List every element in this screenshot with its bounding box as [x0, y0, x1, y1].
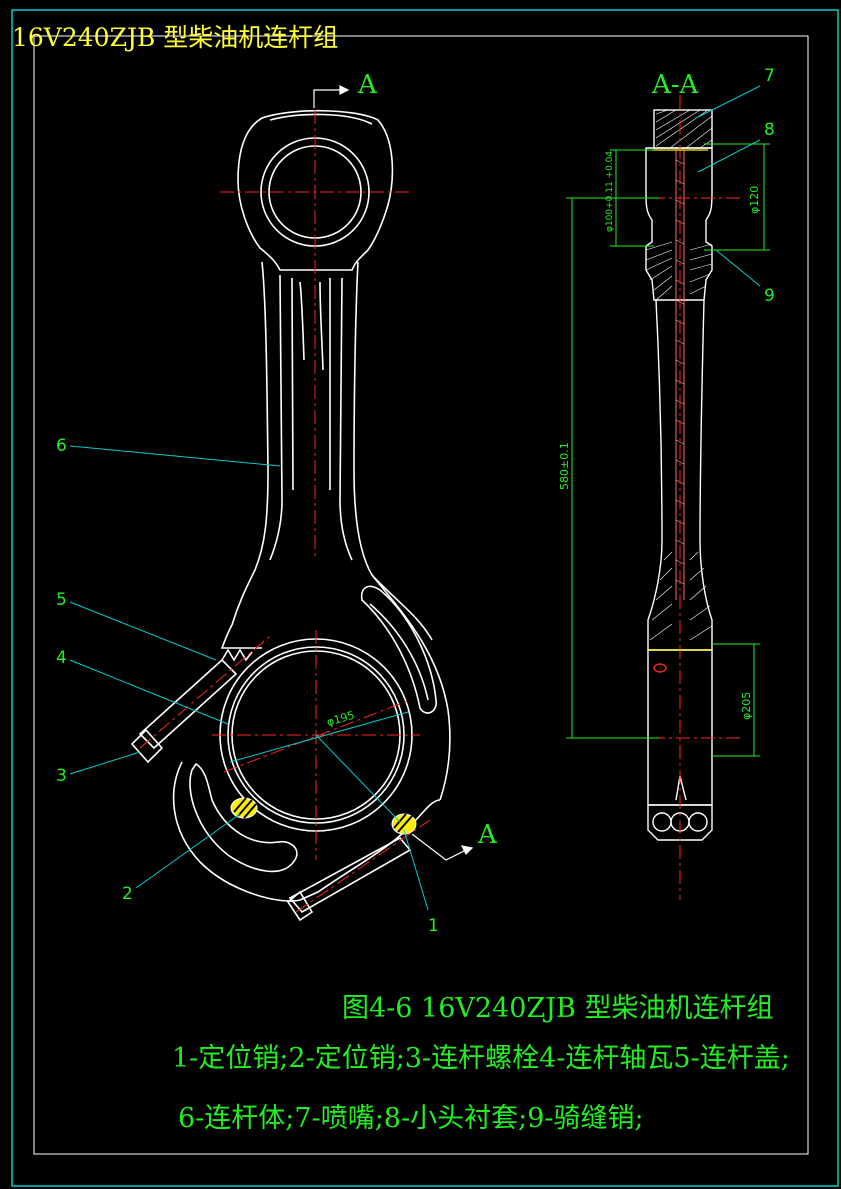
leader-5 — [69, 601, 217, 661]
front-centerlines — [139, 110, 431, 913]
leader-8 — [697, 139, 761, 173]
big-end-dim — [229, 711, 409, 823]
callout-8: 8 — [764, 120, 775, 140]
oil-slot-right-inner — [369, 603, 429, 701]
shank-right-edge — [353, 261, 451, 801]
caption-title: 图4-6 16V240ZJB 型柴油机连杆组 — [342, 993, 774, 1024]
shank-left-edge — [231, 261, 269, 626]
locating-pin-1-hatch — [393, 813, 413, 833]
leader-6 — [69, 445, 281, 467]
callout-1: 1 — [428, 916, 439, 936]
small-end-contour — [269, 113, 373, 125]
section-bottom — [647, 804, 713, 841]
leader-2 — [135, 813, 241, 889]
callout-4: 4 — [56, 648, 67, 668]
section-dimensions — [566, 143, 770, 757]
callout-7: 7 — [764, 66, 775, 86]
section-view-label: A-A — [652, 70, 699, 100]
drawing-title: 16V240ZJB 型柴油机连杆组 — [12, 23, 339, 52]
section-bolt-right — [688, 812, 708, 832]
dimension-texts: φ195 φ100+0.11 +0.04 φ120 580±0.1 φ205 — [325, 151, 761, 729]
callout-3: 3 — [56, 766, 67, 786]
section-view — [645, 109, 713, 841]
callout-9: 9 — [764, 286, 775, 306]
dim-pin-bore: φ100+0.11 +0.04 — [605, 151, 615, 232]
dim-big-end-dia: φ195 — [325, 709, 356, 729]
section-centerlines — [626, 95, 740, 900]
dim-small-end-outer: φ120 — [748, 186, 761, 214]
shank-inner-left2 — [291, 277, 294, 491]
callout-6: 6 — [56, 436, 67, 456]
cap-slot — [189, 762, 298, 873]
section-hatch — [645, 109, 713, 641]
section-arrows — [313, 85, 474, 861]
section-oil-hole — [653, 663, 667, 673]
caption-parts-2: 6-连杆体;7-喷嘴;8-小头衬套;9-骑缝销; — [178, 1103, 644, 1134]
section-mark-a-bottom: A — [478, 820, 497, 850]
shank-inner-right — [339, 277, 353, 561]
section-bolt-left — [652, 812, 672, 832]
section-small-end — [645, 147, 713, 301]
dim-center-distance: 580±0.1 — [558, 442, 571, 490]
inner-frame — [33, 35, 809, 1155]
oil-slot-right — [360, 585, 437, 714]
leader-7 — [695, 85, 761, 119]
caption-parts-1: 1-定位销;2-定位销;3-连杆螺栓4-连杆轴瓦5-连杆盖; — [172, 1043, 790, 1074]
leader-9 — [715, 249, 761, 287]
bolt-head-right — [286, 890, 314, 922]
cap-joint-right — [288, 836, 412, 914]
locating-pins — [230, 797, 417, 835]
cap-joint-teeth — [221, 648, 253, 662]
leader-1 — [403, 829, 429, 911]
small-end-top-block — [653, 109, 713, 149]
shank-inner-left — [269, 274, 283, 561]
outer-frame — [11, 9, 839, 1187]
callout-5: 5 — [56, 590, 67, 610]
section-bands — [648, 149, 712, 651]
leaders — [69, 85, 761, 911]
dim-big-end-outer: φ205 — [740, 692, 753, 720]
front-view — [130, 109, 451, 922]
small-end-outline — [237, 109, 394, 271]
section-mark-a-top: A — [358, 70, 377, 100]
shank-rib — [299, 281, 324, 371]
callout-2: 2 — [122, 884, 133, 904]
locating-pin-2-hatch — [233, 797, 257, 819]
leader-4 — [69, 659, 229, 725]
section-nozzle — [675, 775, 687, 801]
bolt-head-left — [130, 728, 164, 764]
leader-3 — [69, 751, 141, 775]
big-end-body — [220, 574, 433, 649]
cap-joint-left — [138, 658, 238, 750]
